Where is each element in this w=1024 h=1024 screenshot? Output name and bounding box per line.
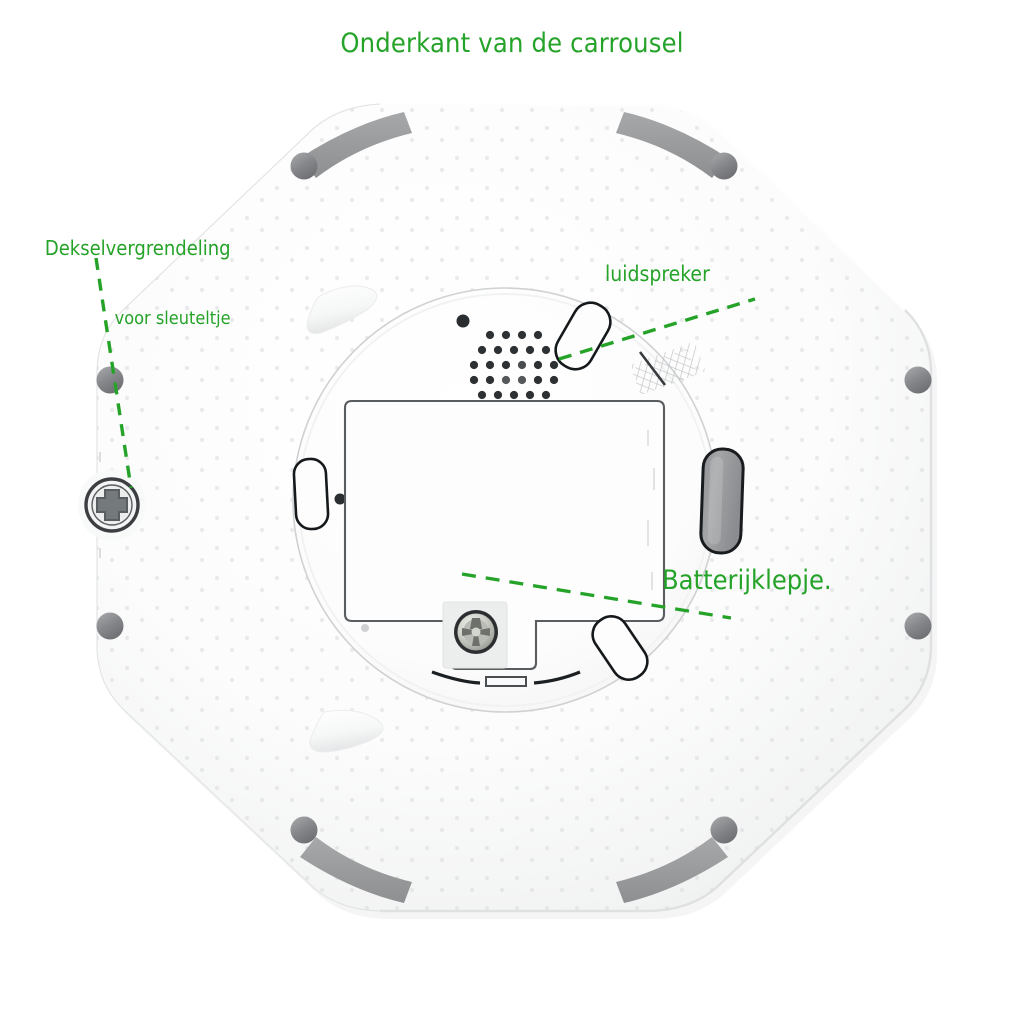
- annotation-label-lock: Dekselvergrendeling voor sleuteltje: [22, 196, 231, 406]
- annotation-label-lock-line1: Dekselvergrendeling: [44, 236, 231, 260]
- rubber-foot-pad: [300, 837, 412, 903]
- leader-line-battery: [461, 572, 732, 620]
- rubber-foot-pad: [616, 837, 728, 903]
- annotation-label-speaker: luidspreker: [605, 262, 710, 286]
- phillips-head-icon: [462, 618, 490, 646]
- seam-marks: [647, 430, 655, 590]
- leader-line-speaker: [558, 297, 756, 361]
- reset-pinhole: [334, 493, 346, 505]
- latch-tab: [591, 615, 649, 681]
- rubber-foot-pad: [300, 112, 412, 178]
- screw-hole: [710, 152, 738, 180]
- vent-hatch: [630, 341, 706, 396]
- screw-hole: [96, 612, 124, 640]
- screw-hole: [710, 816, 738, 844]
- latch-tab: [292, 457, 330, 531]
- battery-cover[interactable]: [343, 399, 666, 687]
- leader-line-lock: [94, 257, 133, 489]
- annotation-label-battery: Batterijklepje.: [662, 565, 832, 596]
- annotation-leader-lines: [94, 257, 756, 620]
- rubber-foot-pad-group: [300, 112, 728, 903]
- screw-hole: [290, 152, 318, 180]
- screw-hole: [290, 816, 318, 844]
- key-lock[interactable]: [78, 452, 146, 558]
- raised-bumper-group: [306, 285, 384, 753]
- gray-release-tab[interactable]: [699, 447, 745, 555]
- center-screw[interactable]: [442, 601, 508, 669]
- rubber-foot-pad: [616, 112, 728, 178]
- annotation-label-lock-line2: voor sleuteltje: [114, 308, 231, 329]
- pinhole-group: [334, 314, 640, 632]
- latch-tab-group: [292, 301, 649, 681]
- screw-hole: [904, 366, 932, 394]
- page-title: Onderkant van de carrousel: [340, 28, 684, 59]
- microphone-pinhole: [456, 314, 470, 328]
- latch-tab: [554, 301, 612, 371]
- screw-hole: [904, 612, 932, 640]
